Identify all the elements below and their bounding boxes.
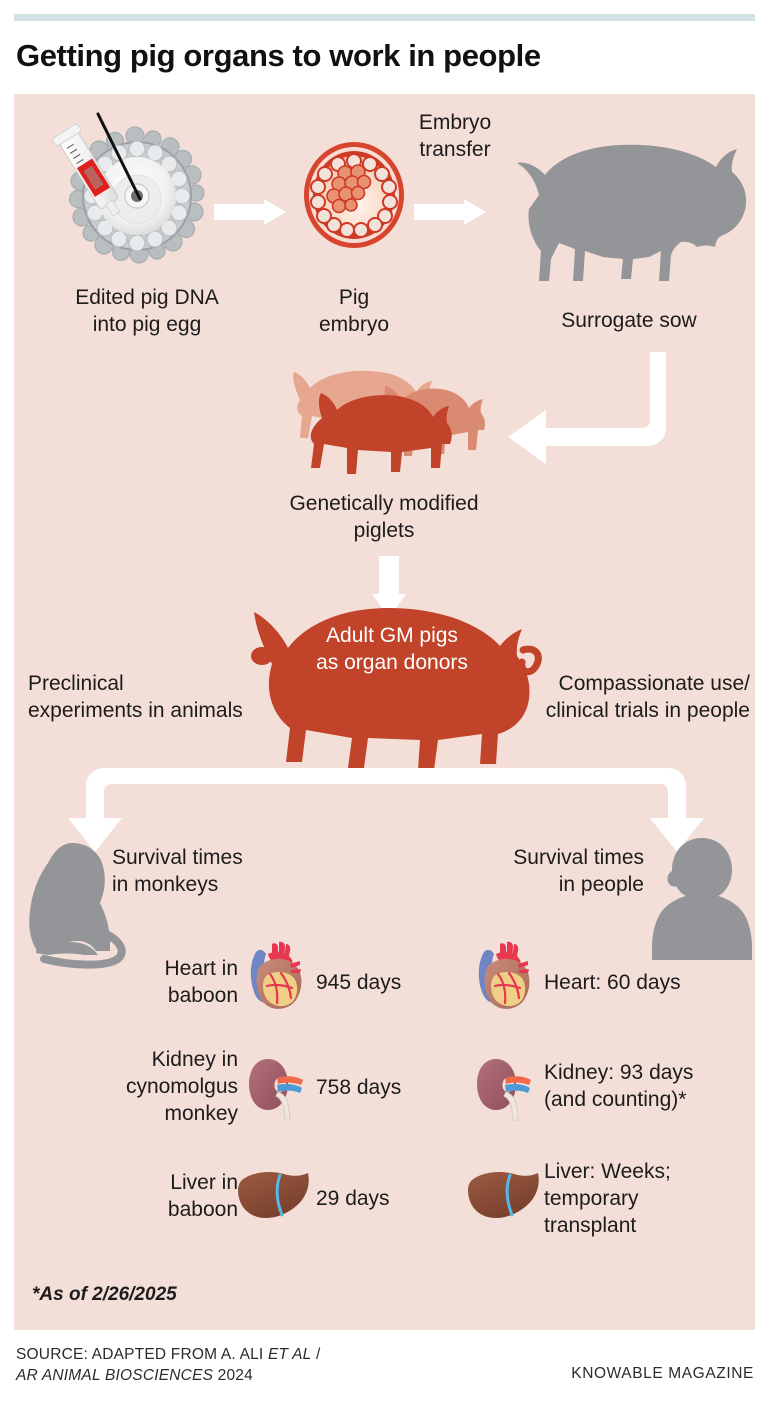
left-row-heart-label: Heart in baboon [164, 957, 238, 1007]
liver-icon [468, 1172, 539, 1218]
arrow-split-to-results [68, 750, 704, 852]
left-row-liver-label: Liver in baboon [167, 1171, 238, 1221]
source-credit: SOURCE: ADAPTED FROM A. ALI ET AL / AR A… [16, 1344, 320, 1386]
arrow-sow-to-piglets [508, 352, 666, 464]
source-year: 2024 [213, 1367, 253, 1384]
step4-label: Genetically modified piglets [289, 492, 479, 542]
left-results-heading: Survival times in monkeys [112, 846, 243, 896]
source-italic-journal: AR ANIMAL BIOSCIENCES [16, 1367, 214, 1384]
top-rule-divider [14, 14, 755, 21]
source-prefix: SOURCE: ADAPTED FROM A. ALI [16, 1346, 268, 1363]
footnote: *As of 2/26/2025 [32, 1284, 177, 1305]
left-row-liver-value: 29 days [316, 1187, 390, 1210]
arrow-egg-to-embryo [214, 199, 286, 225]
kidney-icon [477, 1059, 531, 1121]
kidney-icon [249, 1059, 303, 1121]
syringe-injecting-egg-icon [52, 112, 205, 264]
heart-icon [478, 941, 530, 1009]
source-italic-etal: ET AL [267, 1346, 312, 1363]
left-row-kidney-value: 758 days [316, 1076, 402, 1099]
left-row-heart-value: 945 days [316, 971, 402, 994]
right-results-heading: Survival times in people [513, 846, 644, 896]
right-row-kidney-text: Kidney: 93 days (and counting)* [544, 1061, 694, 1111]
adult-pig-label: Adult GM pigs as organ donors [316, 624, 468, 674]
pig-embryo-icon [304, 142, 404, 248]
surrogate-sow-silhouette-icon [517, 144, 747, 281]
human-silhouette-icon [652, 838, 752, 960]
monkey-silhouette-icon [29, 843, 126, 969]
arrow-embryo-to-sow [414, 199, 486, 225]
page-title: Getting pig organs to work in people [16, 38, 541, 73]
heart-icon [250, 941, 302, 1009]
right-row-liver-text: Liver: Weeks; temporary transplant [544, 1160, 671, 1237]
branch-right-label: Compassionate use/ clinical trials in pe… [545, 672, 750, 722]
liver-icon [238, 1172, 309, 1218]
left-row-kidney-label: Kidney in cynomolgus monkey [125, 1048, 238, 1125]
step1-label: Edited pig DNA into pig egg [75, 286, 219, 336]
embryo-transfer-label: Embryo transfer [418, 111, 492, 161]
step2-label: Pig embryo [318, 286, 390, 336]
publisher-credit: KNOWABLE MAGAZINE [571, 1365, 754, 1382]
step3-label: Surrogate sow [561, 309, 697, 332]
source-mid: / [311, 1346, 321, 1363]
adult-gm-pig-icon [251, 608, 542, 770]
branch-left-label: Preclinical experiments in animals [28, 672, 243, 722]
diagram-panel: Edited pig DNA into pig egg [14, 94, 755, 1330]
gm-piglets-icon [293, 370, 485, 474]
right-row-heart-text: Heart: 60 days [544, 971, 681, 994]
